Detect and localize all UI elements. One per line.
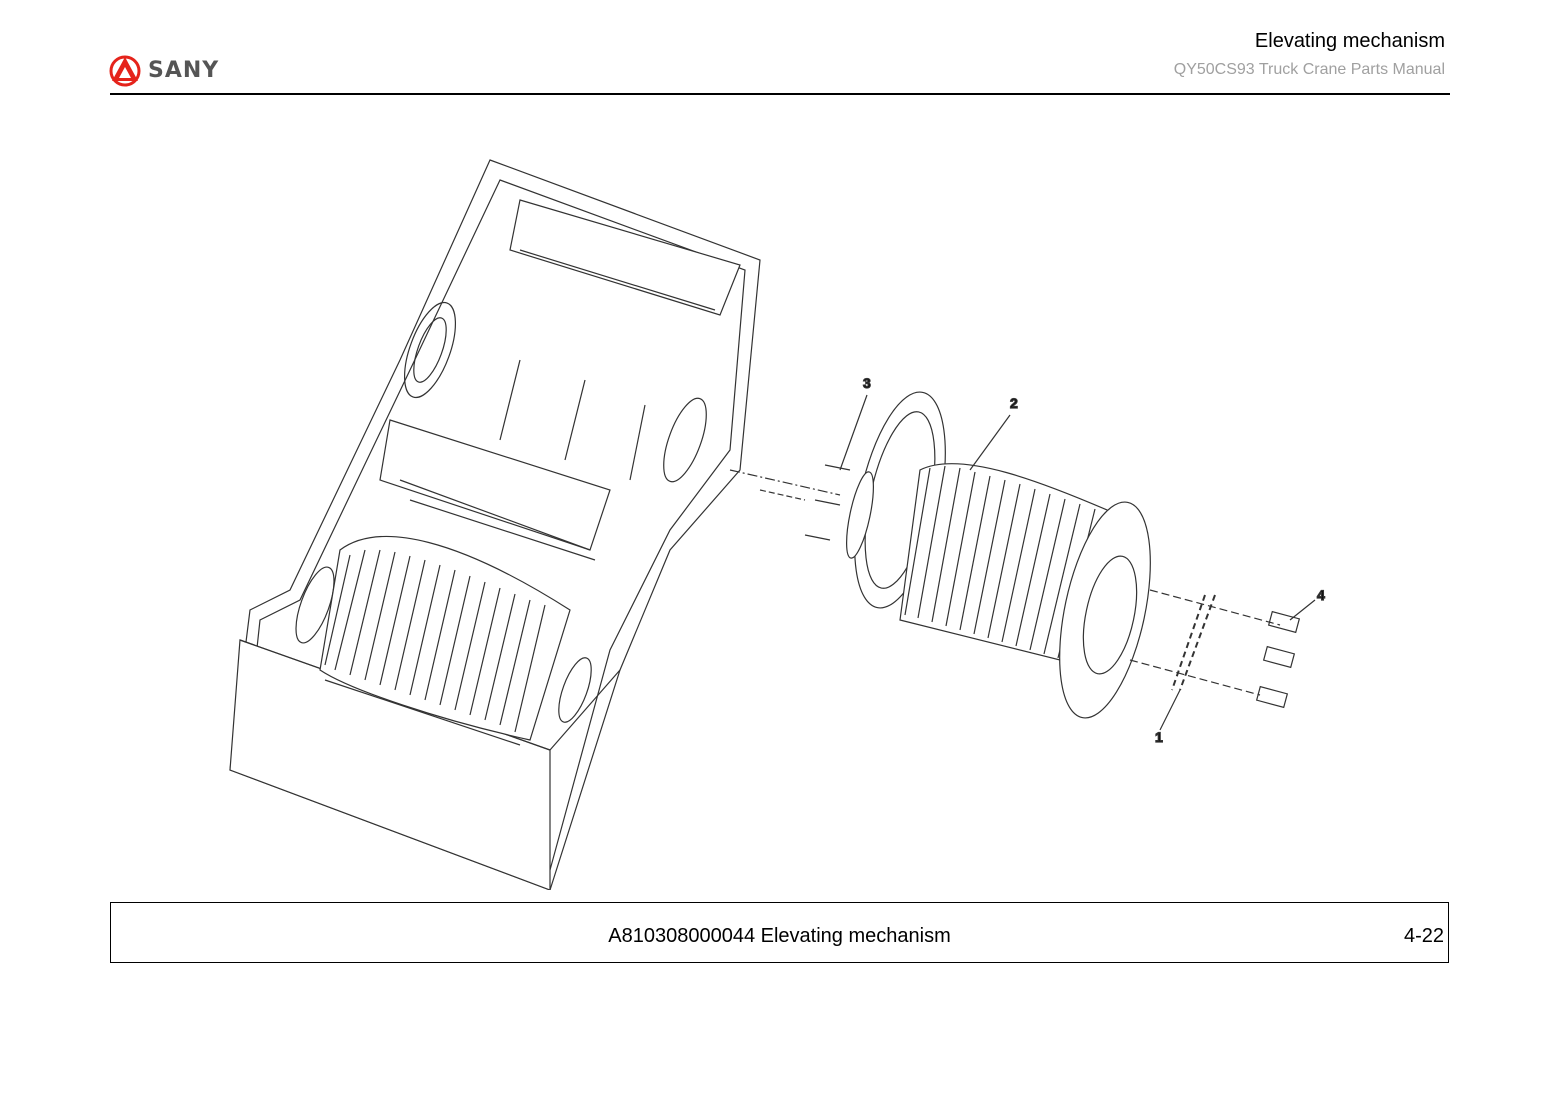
winch-frame xyxy=(229,159,841,890)
sany-emblem-icon xyxy=(109,55,141,87)
caption-box: A810308000044 Elevating mechanism 4-22 xyxy=(110,902,1449,963)
page-subtitle: QY50CS93 Truck Crane Parts Manual xyxy=(1173,61,1445,78)
callout-3: 3 xyxy=(863,375,871,391)
brand-name: SANY xyxy=(148,57,220,83)
callout-leaders xyxy=(839,394,1316,731)
page-number: 4-22 xyxy=(1403,925,1444,947)
header-divider xyxy=(110,93,1450,95)
page-title: Elevating mechanism xyxy=(1254,30,1445,52)
callout-4: 4 xyxy=(1317,587,1325,603)
callout-1: 1 xyxy=(1155,729,1163,745)
drum-assembly xyxy=(846,391,1151,719)
pins xyxy=(759,464,851,541)
callout-2: 2 xyxy=(1010,395,1018,411)
figure-caption: A810308000044 Elevating mechanism xyxy=(608,925,951,947)
frame-drum xyxy=(319,535,571,746)
plate-and-bolts xyxy=(1129,589,1301,709)
exploded-view-drawing: 1 2 3 4 xyxy=(229,159,1326,890)
sany-logo: SANY xyxy=(108,50,219,90)
